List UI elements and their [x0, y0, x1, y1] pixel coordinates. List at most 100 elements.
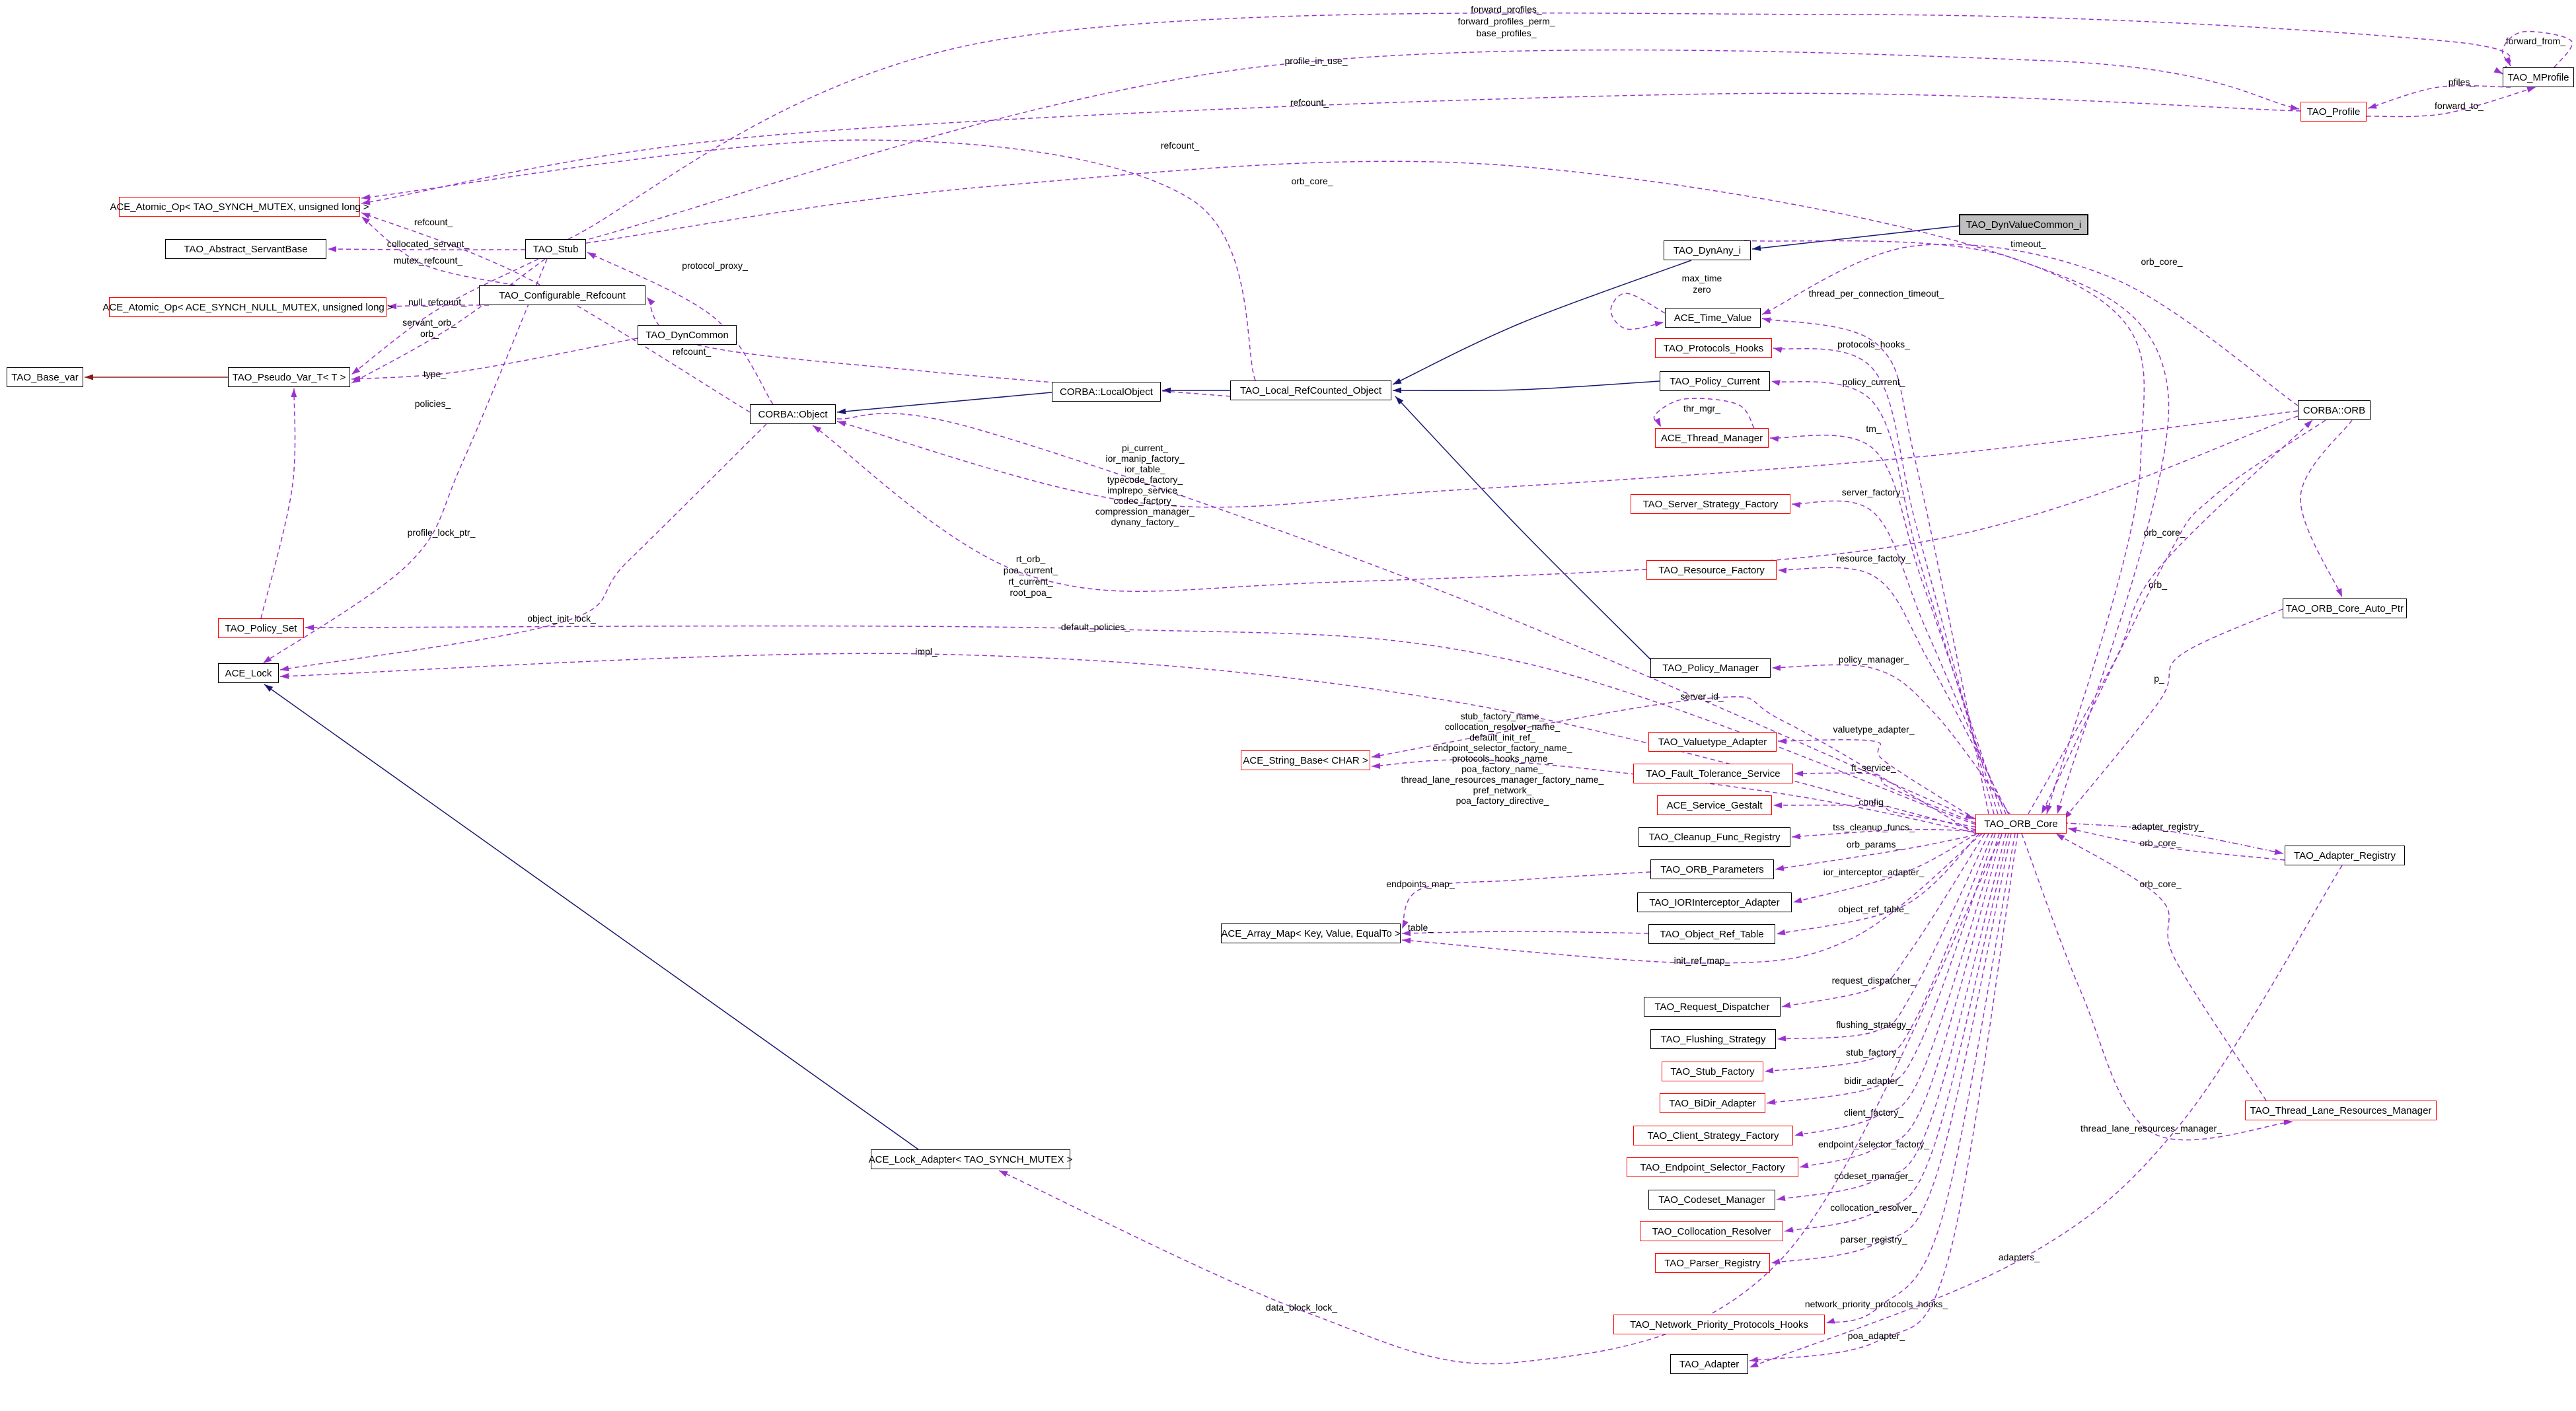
node-orb_parameters[interactable]: TAO_ORB_Parameters — [1650, 859, 1774, 879]
edge-orb_core-thread_lane — [2021, 833, 2293, 1141]
node-dyncommon[interactable]: TAO_DynCommon — [638, 325, 737, 345]
edge-orb_core-corba_orb — [2028, 419, 2313, 814]
node-cleanup_func[interactable]: TAO_Cleanup_Func_Registry — [1638, 827, 1790, 847]
node-resource_factory[interactable]: TAO_Resource_Factory — [1646, 560, 1777, 580]
node-thread_lane[interactable]: TAO_Thread_Lane_Resources_Manager — [2245, 1101, 2437, 1120]
arrowhead-time_value — [1654, 320, 1664, 327]
node-lock_adapter[interactable]: ACE_Lock_Adapter< TAO_SYNCH_MUTEX > — [869, 1149, 1072, 1169]
node-valuetype_adapter[interactable]: TAO_Valuetype_Adapter — [1648, 732, 1777, 752]
node-local_refcounted[interactable]: TAO_Local_RefCounted_Object — [1230, 380, 1391, 400]
node-bidir_adapter[interactable]: TAO_BiDir_Adapter — [1660, 1093, 1765, 1113]
arrowhead-policy_manager — [1772, 665, 1781, 671]
arrowhead-network_priority — [1826, 1318, 1835, 1324]
edge-orb_core-client_strategy — [1794, 833, 2000, 1136]
node-config_refcount[interactable]: TAO_Configurable_Refcount — [479, 285, 645, 305]
edge-corba_orb-orb_core — [2041, 419, 2326, 814]
edge-stub-pseudo_var — [351, 258, 546, 384]
node-network_priority[interactable]: TAO_Network_Priority_Protocols_Hooks — [1613, 1315, 1825, 1334]
arrowhead-service_gestalt — [1773, 802, 1783, 809]
node-pseudo_var[interactable]: TAO_Pseudo_Var_T< T > — [228, 367, 350, 387]
node-orb_core_auto_ptr[interactable]: TAO_ORB_Core_Auto_Ptr — [2283, 598, 2407, 618]
node-string_base[interactable]: ACE_String_Base< CHAR > — [1241, 750, 1370, 770]
node-server_strategy[interactable]: TAO_Server_Strategy_Factory — [1631, 494, 1790, 514]
node-thread_manager[interactable]: ACE_Thread_Manager — [1655, 428, 1769, 448]
arrowhead-lock_adapter — [999, 1171, 1008, 1177]
edge-dynany_i-orb_core — [1744, 240, 2170, 814]
edge-orb_core-flushing_strategy — [1777, 833, 1989, 1040]
node-atomic_null[interactable]: ACE_Atomic_Op< ACE_SYNCH_NULL_MUTEX, uns… — [102, 297, 393, 317]
node-endpoint_selector[interactable]: TAO_Endpoint_Selector_Factory — [1627, 1157, 1798, 1177]
node-mprofile[interactable]: TAO_MProfile — [2503, 67, 2574, 87]
arrowhead-corba_object — [837, 408, 846, 415]
node-client_strategy[interactable]: TAO_Client_Strategy_Factory — [1633, 1126, 1793, 1145]
node-codeset_manager[interactable]: TAO_Codeset_Manager — [1648, 1190, 1775, 1210]
edge-orb_core-policy_current — [1771, 380, 1999, 814]
node-dynany_i[interactable]: TAO_DynAny_i — [1664, 240, 1751, 260]
arrowhead-thread_lane — [2283, 1119, 2293, 1126]
node-ace_lock[interactable]: ACE_Lock — [218, 663, 279, 683]
edge-mprofile-profile — [2367, 85, 2511, 109]
arrowhead-endpoint_selector — [1800, 1162, 1809, 1169]
node-protocols_hooks[interactable]: TAO_Protocols_Hooks — [1655, 338, 1772, 358]
arrowhead-orb_core — [2042, 805, 2048, 814]
node-parser_registry[interactable]: TAO_Parser_Registry — [1655, 1253, 1770, 1273]
node-time_value[interactable]: ACE_Time_Value — [1665, 308, 1761, 328]
edge-orb_core-object_ref_table — [1776, 833, 1980, 935]
edge-orb_core-string_base — [1371, 696, 1976, 834]
node-fault_tolerance[interactable]: TAO_Fault_Tolerance_Service — [1633, 764, 1793, 783]
arrowhead-orb_core — [2056, 834, 2065, 841]
edge-orb_core-array_map — [1401, 833, 1983, 964]
edge-dyncommon-pseudo_var — [351, 338, 638, 380]
node-base_var[interactable]: TAO_Base_var — [7, 367, 83, 387]
arrowhead-cleanup_func — [1792, 833, 1801, 840]
edge-orb_core-lock_adapter — [998, 834, 2003, 1365]
node-ior_interceptor[interactable]: TAO_IORInterceptor_Adapter — [1637, 892, 1792, 912]
node-corba_orb[interactable]: CORBA::ORB — [2298, 400, 2371, 420]
arrowhead-request_dispatcher — [1782, 1002, 1791, 1008]
node-collocation_resolver[interactable]: TAO_Collocation_Resolver — [1640, 1221, 1783, 1241]
edge-orb_core-network_priority — [1825, 833, 2016, 1324]
arrowhead-profile — [2290, 104, 2299, 110]
node-stub[interactable]: TAO_Stub — [525, 239, 586, 259]
node-object_ref_table[interactable]: TAO_Object_Ref_Table — [1648, 924, 1775, 944]
arrowhead-pseudo_var — [291, 388, 297, 398]
node-corba_object[interactable]: CORBA::Object — [750, 404, 836, 424]
edge-time_value-time_value — [1610, 293, 1666, 330]
arrowhead-orb_core — [2056, 805, 2063, 814]
edge-stub-profile — [581, 49, 2300, 242]
arrowhead-array_map — [1402, 920, 1409, 929]
arrowhead-thread_manager — [1770, 435, 1779, 442]
edge-orb_core-valuetype_adapter — [1777, 739, 1976, 820]
edge-corba_object-stub — [587, 252, 774, 405]
edge-orb_core-resource_factory — [1777, 567, 2009, 814]
edge-lock_adapter-ace_lock — [264, 684, 919, 1150]
node-policy_current[interactable]: TAO_Policy_Current — [1660, 371, 1770, 391]
node-policy_manager[interactable]: TAO_Policy_Manager — [1650, 658, 1771, 678]
edge-dynany_i-local_refcounted — [1392, 260, 1692, 385]
node-local_object[interactable]: CORBA::LocalObject — [1052, 382, 1161, 402]
edge-orb_core-fault_tolerance — [1794, 772, 1976, 824]
node-abstract_sb[interactable]: TAO_Abstract_ServantBase — [165, 239, 326, 259]
node-stub_factory[interactable]: TAO_Stub_Factory — [1662, 1062, 1763, 1081]
arrowhead-stub — [587, 252, 597, 259]
edge-corba_object-ace_lock — [279, 423, 767, 670]
edge-orb_core-cleanup_func — [1791, 828, 1976, 838]
edge-corba_object-orb_core — [836, 413, 1975, 820]
edge-orb_core-codeset_manager — [1776, 833, 2006, 1200]
node-dynvaluecommon_i[interactable]: TAO_DynValueCommon_i — [1959, 214, 2088, 235]
node-request_dispatcher[interactable]: TAO_Request_Dispatcher — [1644, 997, 1781, 1017]
node-tao_adapter[interactable]: TAO_Adapter — [1670, 1354, 1748, 1374]
edge-object_ref_table-array_map — [1401, 931, 1649, 934]
node-adapter_registry[interactable]: TAO_Adapter_Registry — [2285, 846, 2405, 865]
node-orb_core[interactable]: TAO_ORB_Core — [1975, 814, 2067, 834]
node-flushing_strategy[interactable]: TAO_Flushing_Strategy — [1650, 1029, 1776, 1049]
node-policy_set[interactable]: TAO_Policy_Set — [218, 618, 304, 638]
edge-orb_core-collocation_resolver — [1784, 833, 2009, 1232]
edge-orb_core-request_dispatcher — [1781, 833, 1985, 1007]
node-service_gestalt[interactable]: ACE_Service_Gestalt — [1657, 795, 1772, 815]
arrowhead-bidir_adapter — [1767, 1099, 1776, 1105]
node-atomic_tao[interactable]: ACE_Atomic_Op< TAO_SYNCH_MUTEX, unsigned… — [110, 197, 369, 217]
edge-orb_core-policy_set — [305, 625, 1976, 825]
node-array_map[interactable]: ACE_Array_Map< Key, Value, EqualTo > — [1221, 923, 1401, 943]
node-profile[interactable]: TAO_Profile — [2300, 102, 2367, 122]
